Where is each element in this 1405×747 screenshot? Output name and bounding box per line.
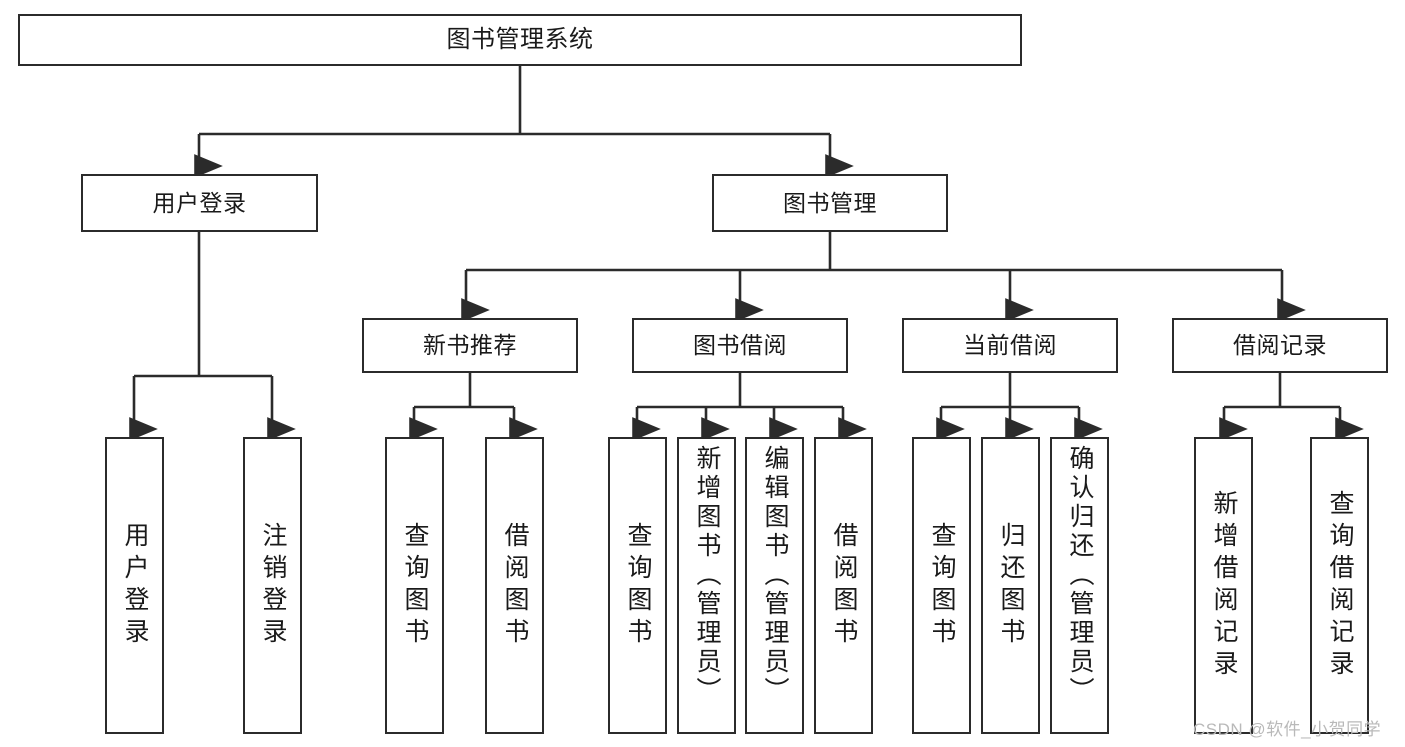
node-label: 注销登录 [259,521,287,650]
node-label: 图书借阅 [693,332,787,359]
leaf-query-book-borrow[interactable]: 查询图书 [608,437,667,734]
leaf-user-login[interactable]: 用户登录 [105,437,164,734]
leaf-query-book-recommend[interactable]: 查询图书 [385,437,444,734]
node-label: 查询图书 [624,521,652,650]
node-label: 查询借阅记录 [1326,489,1354,682]
leaf-query-book-current[interactable]: 查询图书 [912,437,971,734]
leaf-confirm-return-admin[interactable]: 确认归还（管理员） [1050,437,1109,734]
leaf-return-book[interactable]: 归还图书 [981,437,1040,734]
node-label: 图书管理 [783,189,877,216]
node-label: 用户登录 [152,189,247,216]
leaf-add-borrow-record[interactable]: 新增借阅记录 [1194,437,1253,734]
node-label: 查询图书 [401,521,429,650]
node-book-borrow[interactable]: 图书借阅 [632,318,848,373]
node-label: 当前借阅 [963,332,1057,359]
leaf-borrow-book[interactable]: 借阅图书 [814,437,873,734]
node-label: 图书管理系统 [446,26,594,54]
node-label: 用户登录 [121,521,149,650]
node-label: 新增借阅记录 [1210,489,1238,682]
node-label: 查询图书 [928,521,956,650]
node-label: 编辑图书（管理员） [761,445,789,706]
node-user-login[interactable]: 用户登录 [81,174,318,232]
leaf-user-logout[interactable]: 注销登录 [243,437,302,734]
node-label: 新书推荐 [423,332,517,359]
node-book-management[interactable]: 图书管理 [712,174,948,232]
node-label: 借阅记录 [1233,332,1327,359]
node-current-borrow[interactable]: 当前借阅 [902,318,1118,373]
node-new-book-recommend[interactable]: 新书推荐 [362,318,578,373]
node-borrow-record[interactable]: 借阅记录 [1172,318,1388,373]
node-label: 借阅图书 [501,521,529,650]
csdn-watermark: CSDN @软件_小贺同学 [1193,720,1382,739]
leaf-query-borrow-record[interactable]: 查询借阅记录 [1310,437,1369,734]
node-label: 新增图书（管理员） [693,445,721,706]
node-label: 确认归还（管理员） [1066,445,1094,706]
node-root-system[interactable]: 图书管理系统 [18,14,1022,66]
node-label: 借阅图书 [830,521,858,650]
node-label: 归还图书 [997,521,1025,650]
leaf-edit-book-admin[interactable]: 编辑图书（管理员） [745,437,804,734]
leaf-add-book-admin[interactable]: 新增图书（管理员） [677,437,736,734]
leaf-borrow-book-recommend[interactable]: 借阅图书 [485,437,544,734]
